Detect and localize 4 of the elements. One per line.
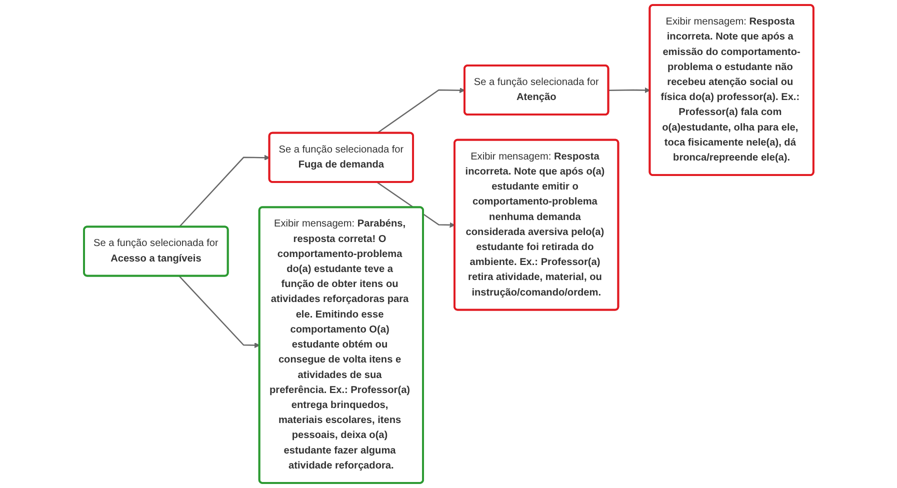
arrow	[178, 154, 270, 228]
arrow	[178, 276, 260, 348]
arrow	[608, 87, 650, 94]
arrow	[376, 88, 465, 134]
